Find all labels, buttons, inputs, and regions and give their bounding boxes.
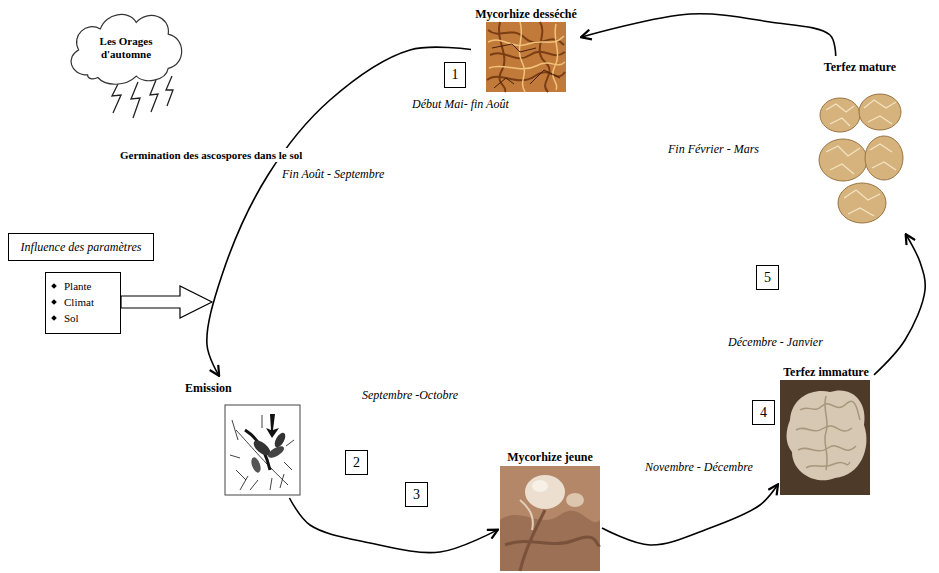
cycle-arrow bbox=[874, 234, 925, 375]
period-label: Fin Août - Septembre bbox=[282, 167, 384, 181]
callout-number: 1 bbox=[452, 67, 459, 83]
influence-arrow bbox=[121, 286, 212, 318]
parameter-text: Plante bbox=[64, 280, 92, 292]
stage-title: Mycorhize desséché bbox=[475, 7, 577, 22]
parameter-row: Plante bbox=[52, 278, 114, 294]
callout-number: 3 bbox=[405, 482, 428, 507]
stage-title: Mycorhize jeune bbox=[507, 450, 593, 465]
bullet-mark bbox=[51, 284, 57, 290]
parameter-row: Sol bbox=[52, 310, 114, 326]
bullet-mark bbox=[51, 316, 57, 322]
stage-title: Terfez immature bbox=[783, 365, 869, 380]
parameter-text: Sol bbox=[64, 312, 79, 324]
node-text: Influence des paramètres bbox=[21, 240, 142, 255]
cycle-arrow bbox=[602, 484, 778, 545]
parameter-row: Climat bbox=[52, 294, 114, 310]
stage-photo: Terfez immature bbox=[778, 361, 874, 497]
callout-number: 4 bbox=[760, 405, 767, 421]
stage-title: Emission bbox=[185, 381, 232, 396]
stage-title: Terfez mature bbox=[824, 60, 896, 75]
parameter-box: Influence des paramètres bbox=[8, 233, 154, 261]
callout-number: 5 bbox=[756, 265, 779, 290]
immature-terfez-photo bbox=[780, 380, 870, 495]
cycle-arrow bbox=[581, 14, 836, 56]
parameter-list: PlanteClimatSol bbox=[45, 272, 121, 334]
period-label: Début Mai- fin Août bbox=[412, 97, 509, 111]
period-label: Septembre -Octobre bbox=[362, 388, 458, 402]
period-label: Décembre - Janvier bbox=[728, 335, 823, 349]
bullet-mark bbox=[51, 300, 57, 306]
node-text: Les Orages d'automne bbox=[89, 35, 163, 61]
stage-photo: Emission bbox=[183, 376, 303, 498]
stage-photo: Mycorhize desséché bbox=[471, 3, 581, 95]
cycle-arrow bbox=[207, 47, 471, 376]
storm-cloud: Les Orages d'automne bbox=[62, 4, 190, 88]
callout-number: 2 bbox=[345, 450, 368, 475]
callout-number: 2 bbox=[353, 455, 360, 471]
emission-drawing bbox=[225, 405, 300, 495]
period-label: Novembre - Décembre bbox=[645, 460, 753, 474]
callout-number: 3 bbox=[413, 487, 420, 503]
mature-terfez-photo bbox=[815, 80, 905, 232]
young-mycorrhiza-photo bbox=[500, 466, 600, 571]
callout-number: 1 bbox=[444, 62, 466, 88]
period-label: Fin Février - Mars bbox=[668, 142, 759, 156]
stage-photo: Mycorhize jeune bbox=[498, 446, 602, 573]
callout-number: 5 bbox=[764, 270, 771, 286]
stage-photo: Terfez mature bbox=[812, 56, 908, 234]
callout-number: 4 bbox=[752, 400, 775, 425]
cycle-arrow bbox=[289, 498, 498, 553]
dried-mycorrhiza-photo bbox=[486, 22, 566, 92]
step-label: Germination des ascospores dans le sol bbox=[118, 148, 304, 162]
parameter-text: Climat bbox=[64, 296, 94, 308]
